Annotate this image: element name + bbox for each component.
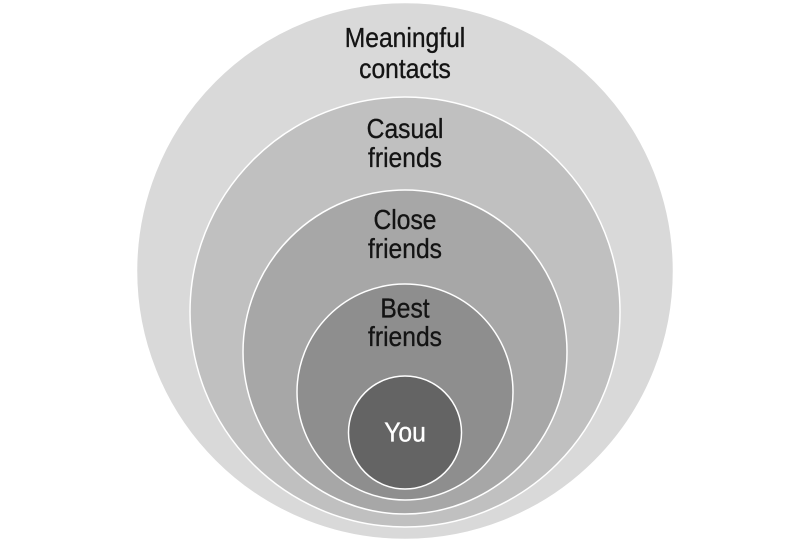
svg-text:You: You xyxy=(384,416,426,448)
svg-text:Best: Best xyxy=(380,292,430,324)
svg-text:contacts: contacts xyxy=(359,53,451,85)
svg-text:friends: friends xyxy=(368,233,442,265)
svg-text:Casual: Casual xyxy=(367,113,444,145)
svg-text:friends: friends xyxy=(368,321,442,353)
svg-text:friends: friends xyxy=(368,142,442,174)
svg-text:Meaningful: Meaningful xyxy=(345,22,465,54)
svg-text:Close: Close xyxy=(374,204,437,236)
